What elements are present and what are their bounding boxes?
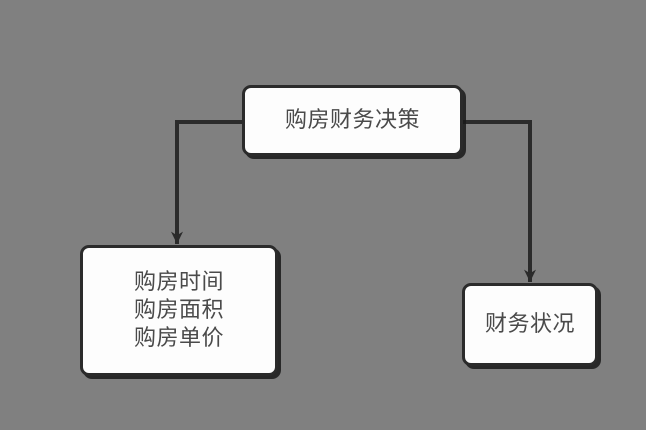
node-purchase-params[interactable]: 购房时间 购房面积 购房单价 [80,245,278,376]
node-financial-status[interactable]: 财务状况 [462,283,598,366]
node-root-decision[interactable]: 购房财务决策 [242,85,463,156]
edge-root-to-purchase-params [171,120,242,245]
node-purchase-params-label: 购房时间 购房面积 购房单价 [133,269,224,351]
edge-root-to-financial-status [463,120,536,283]
node-financial-status-label: 财务状况 [484,311,575,337]
node-root-label: 购房财务决策 [284,107,420,133]
